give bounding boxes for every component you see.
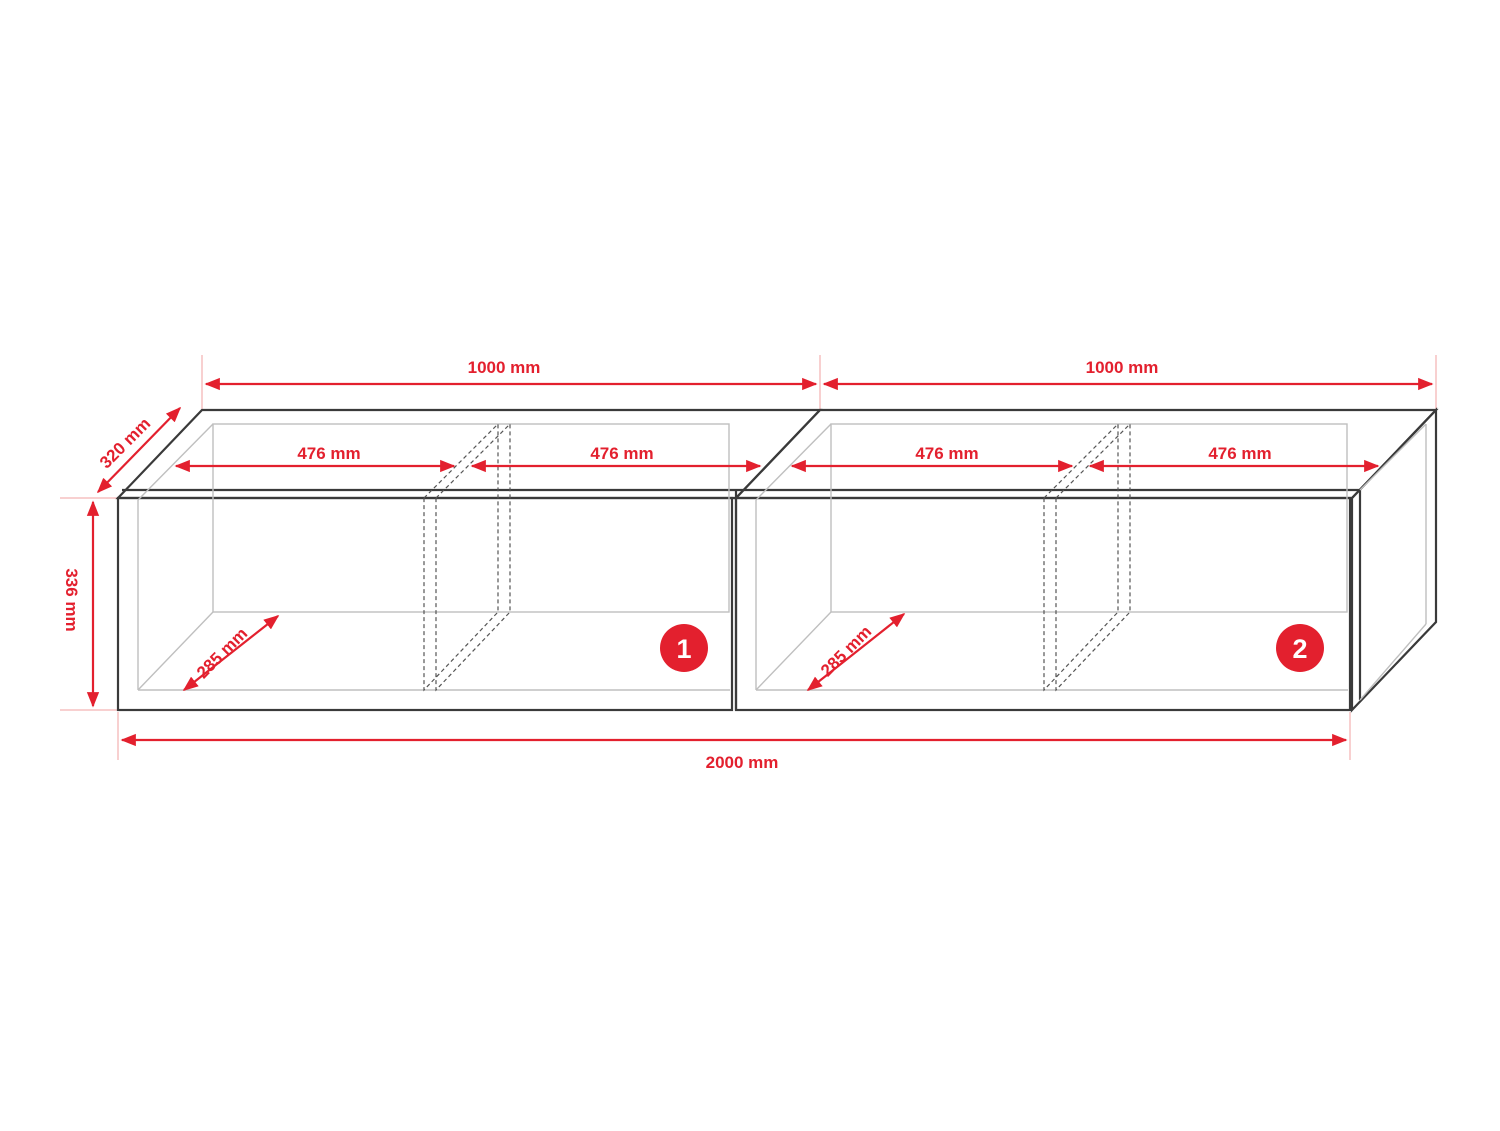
cabinet-2: [733, 407, 1439, 713]
compartment-label-2: 476 mm: [590, 444, 653, 463]
inner-depth-label-right: 285 mm: [817, 622, 875, 680]
compartment-label-3: 476 mm: [915, 444, 978, 463]
badge-2: 2: [1276, 624, 1324, 672]
cabinet-2-divider: [1043, 422, 1131, 692]
badge-1: 1: [660, 624, 708, 672]
dimension-arrows: [86, 377, 1434, 747]
badge-2-circle: [1276, 624, 1324, 672]
width-label-right: 1000 mm: [1086, 358, 1159, 377]
badge-1-circle: [660, 624, 708, 672]
cabinet-2-side: [1350, 407, 1438, 713]
badge-1-label: 1: [676, 634, 691, 664]
cabinet-1-back: [212, 423, 730, 613]
cabinet-1-divider: [423, 422, 511, 692]
height-label: 336 mm: [62, 568, 81, 631]
total-width-label: 2000 mm: [706, 753, 779, 772]
width-label-left: 1000 mm: [468, 358, 541, 377]
inner-depth-arrow-right: [806, 613, 906, 691]
compartment-label-1: 476 mm: [297, 444, 360, 463]
cabinet-2-top: [733, 408, 1439, 500]
inner-depth-arrow-left: [182, 615, 280, 691]
badge-2-label: 2: [1292, 634, 1307, 664]
extension-lines: [60, 355, 1437, 760]
cabinet-2-back: [830, 423, 1348, 613]
cabinet-2-front: [734, 496, 1352, 712]
inner-depth-label-left: 285 mm: [193, 624, 251, 682]
depth-arrow: [96, 406, 182, 494]
compartment-label-4: 476 mm: [1208, 444, 1271, 463]
cabinet-1-front: [116, 496, 734, 712]
cabinet-1-top: [115, 408, 823, 500]
